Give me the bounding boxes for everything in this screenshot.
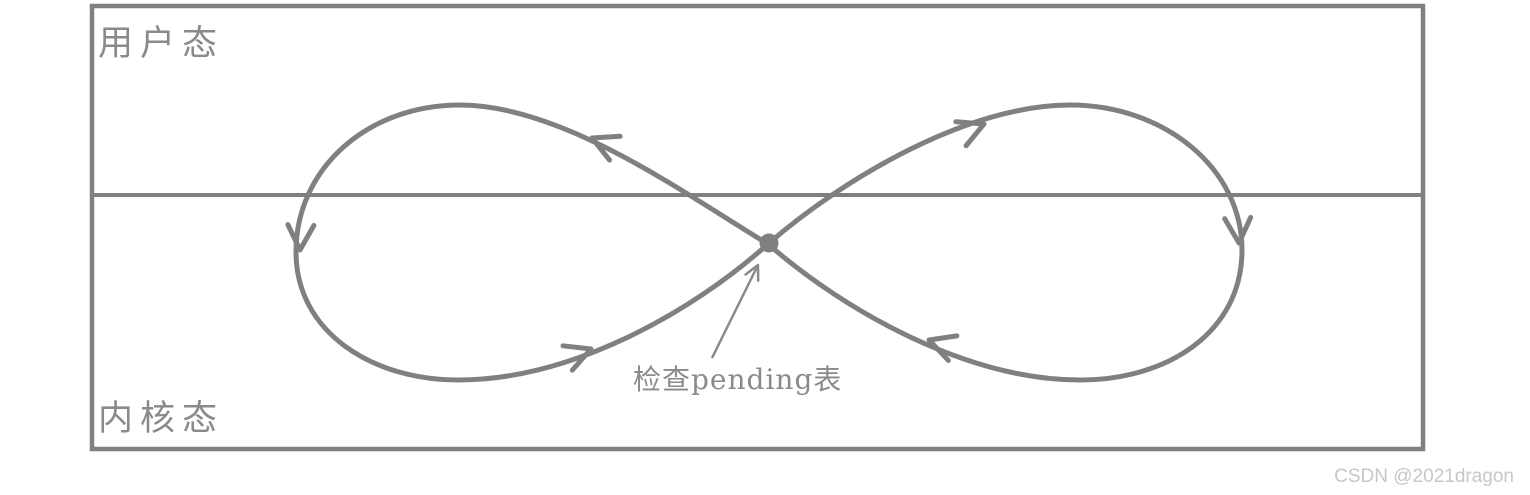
pending-check-point-dot (759, 233, 779, 253)
mode-boundary-box (89, 3, 1426, 452)
flow-arrow-right-loop-side-icon (1222, 214, 1254, 246)
csdn-watermark: CSDN @2021dragon (1334, 466, 1514, 487)
pending-check-annotation-label: 检查pending表 (633, 363, 842, 396)
annotation-arrow (710, 263, 760, 359)
annotation-arrow-line (710, 266, 759, 359)
flow-arrow-right-loop-bottom-icon (926, 333, 960, 363)
flow-arrow-right-loop-top-icon (953, 119, 987, 149)
flow-arrow-left-loop-side-icon (285, 222, 317, 253)
kernel-mode-label: 内核态 (98, 399, 224, 439)
flow-arrow-left-loop-bottom-icon (560, 343, 594, 373)
flow-arrow-left-loop-top-icon (589, 133, 623, 163)
user-mode-label: 用户态 (98, 24, 224, 64)
annotation-arrowhead-icon (744, 263, 760, 282)
